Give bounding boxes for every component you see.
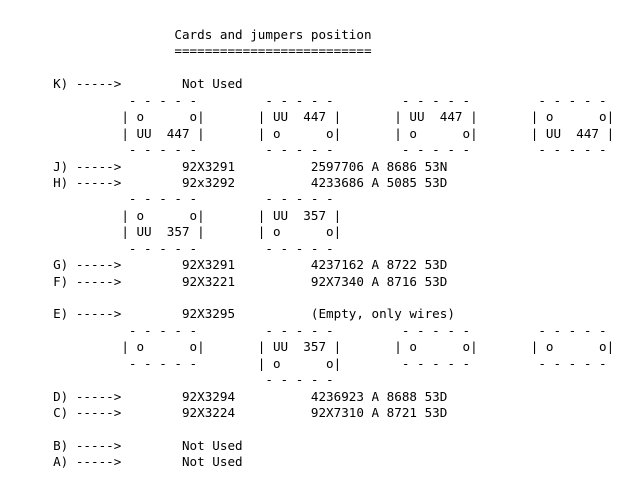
text-line-5: | o o| | UU 447 | | UU 447 | | o o|: [0, 109, 615, 125]
text-line-17: E) -----> 92X3295 (Empty, only wires): [0, 306, 455, 322]
text-line-22: D) -----> 92X3294 4236923 A 8688 53D: [0, 388, 448, 404]
text-line-19: | o o| | UU 357 | | o o| | o o|: [0, 339, 615, 355]
text-line-16: [0, 290, 639, 306]
text-line-12: | UU 357 | | o o|: [0, 224, 342, 240]
text-line-15: F) -----> 92X3221 92X7340 A 8716 53D: [0, 273, 448, 289]
text-line-2: [0, 60, 639, 76]
text-line-0: Cards and jumpers position: [0, 27, 372, 42]
text-line-14: G) -----> 92X3291 4237162 A 8722 53D: [0, 257, 448, 273]
cards-jumpers-text-document: Cards and jumpers position =============…: [0, 13, 639, 471]
text-line-10: - - - - - - - - - -: [0, 191, 334, 207]
text-line-13: - - - - - - - - - -: [0, 240, 334, 256]
text-line-11: | o o| | UU 357 |: [0, 207, 342, 223]
text-line-6: | UU 447 | | o o| | o o| | UU 447 |: [0, 125, 615, 141]
text-line-4: - - - - - - - - - - - - - - - - - - - -: [0, 92, 607, 108]
text-line-23: C) -----> 92X3224 92X7310 A 8721 53D: [0, 405, 448, 421]
text-line-25: B) -----> Not Used: [0, 437, 243, 453]
text-line-18: - - - - - - - - - - - - - - - - - - - -: [0, 322, 607, 338]
text-line-3: K) -----> Not Used: [0, 76, 243, 92]
text-line-7: - - - - - - - - - - - - - - - - - - - -: [0, 142, 607, 158]
text-line-20: - - - - - | o o| - - - - - - - - - -: [0, 355, 607, 371]
text-line-9: H) -----> 92x3292 4233686 A 5085 53D: [0, 174, 448, 190]
text-line-1: ==========================: [0, 43, 372, 59]
text-line-8: J) -----> 92X3291 2597706 A 8686 53N: [0, 158, 448, 174]
text-line-24: [0, 422, 639, 438]
text-line-26: A) -----> Not Used: [0, 454, 243, 470]
text-line-21: - - - - -: [0, 372, 334, 388]
